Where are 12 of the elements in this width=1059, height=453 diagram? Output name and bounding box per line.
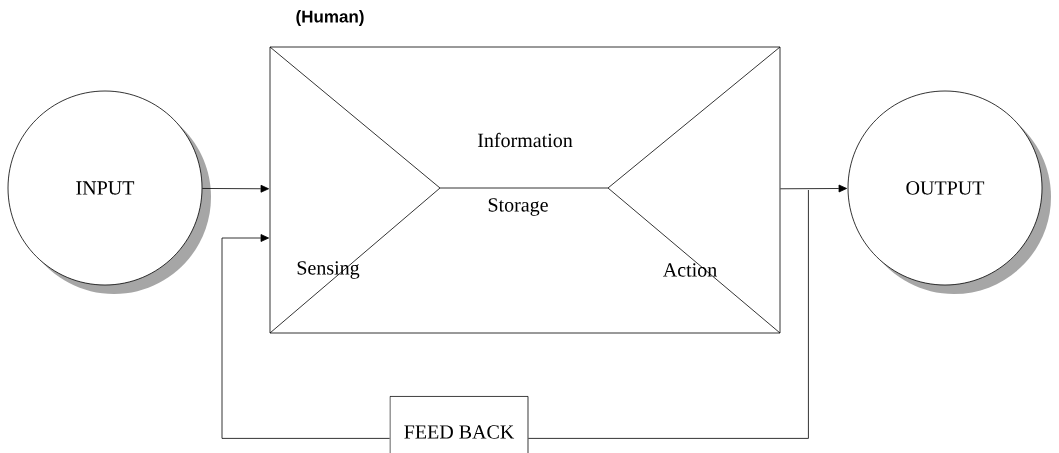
box-label: Storage xyxy=(488,198,548,216)
box-label: Information xyxy=(477,132,573,148)
heading: (Human) xyxy=(296,10,364,26)
box-label: Action xyxy=(663,263,717,277)
circle-node: INPUT xyxy=(7,90,211,294)
arrow xyxy=(221,234,390,439)
arrow xyxy=(202,184,269,193)
process-box xyxy=(269,10,781,334)
box-label: Sensing xyxy=(297,261,360,279)
circle-node: OUTPUT xyxy=(847,90,1051,294)
arrow xyxy=(780,184,848,193)
feedback-box: FEED BACK xyxy=(389,396,529,453)
